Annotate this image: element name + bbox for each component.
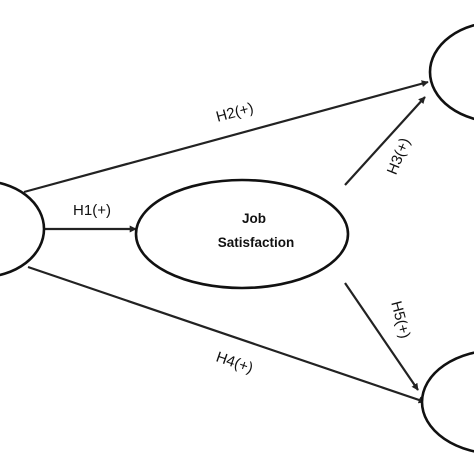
edge-label-h2: H2(+) xyxy=(214,100,255,126)
bottom-right-construct-node xyxy=(420,351,474,453)
top-right-construct-node xyxy=(428,23,474,121)
edge-h2 xyxy=(23,80,429,194)
edge-label-h4: H4(+) xyxy=(214,349,255,377)
left-construct-node xyxy=(0,181,46,277)
edge-label-h5: H5(+) xyxy=(387,299,413,340)
job-satisfaction-node xyxy=(134,178,350,290)
edge-h4 xyxy=(27,265,426,404)
job-satisfaction-label-line2: Satisfaction xyxy=(218,235,295,250)
edge-h3 xyxy=(344,96,426,186)
edge-label-h1: H1(+) xyxy=(73,202,111,219)
edge-label-h3: H3(+) xyxy=(384,136,414,178)
edge-h5 xyxy=(344,282,419,391)
job-satisfaction-label-line1: Job xyxy=(242,211,266,226)
